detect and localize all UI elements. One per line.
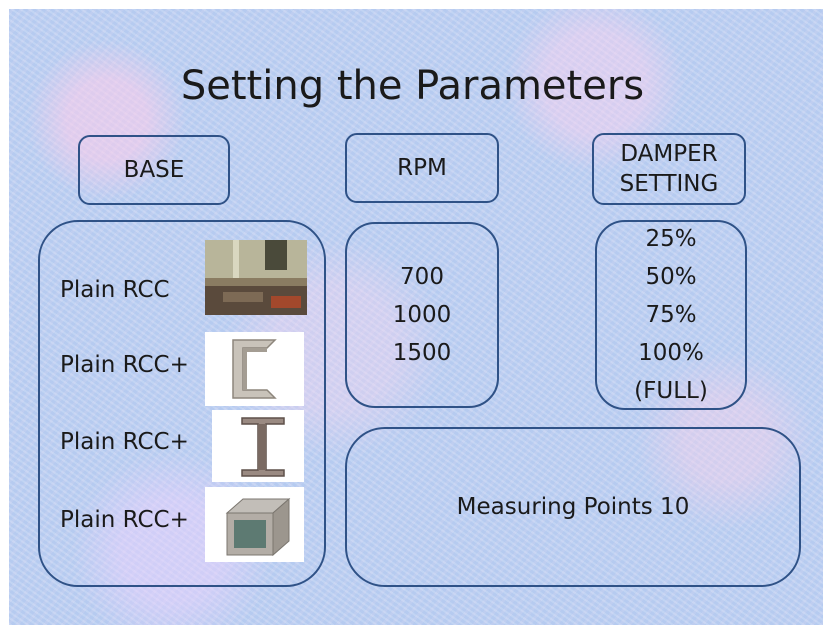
damper-panel: 25% 50% 75% 100% (FULL) [595, 220, 747, 410]
damper-header-line1: DAMPER [620, 141, 718, 167]
measuring-points-panel: Measuring Points 10 [345, 427, 801, 587]
slide-background [9, 9, 823, 625]
concrete-floor-image [205, 240, 307, 315]
channel-section-image [205, 332, 304, 406]
damper-header-box: DAMPER SETTING [592, 133, 746, 205]
rpm-value: 1500 [392, 340, 452, 366]
rpm-header-box: RPM [345, 133, 499, 203]
damper-value: 75% [645, 302, 697, 328]
page-title: Setting the Parameters [180, 63, 645, 109]
rpm-value: 1000 [392, 302, 452, 328]
base-item-label: Plain RCC+ [60, 507, 189, 533]
damper-value: 50% [645, 264, 697, 290]
base-item-label: Plain RCC+ [60, 429, 189, 455]
base-panel [38, 220, 326, 587]
damper-value: (FULL) [634, 378, 708, 404]
damper-value: 100% [638, 340, 704, 366]
base-item-label: Plain RCC [60, 277, 170, 303]
base-item-label: Plain RCC+ [60, 352, 189, 378]
rpm-value: 700 [400, 264, 444, 290]
measuring-points-label: Measuring Points 10 [456, 494, 690, 520]
rpm-panel: 700 1000 1500 [345, 222, 499, 408]
i-beam-section-image [212, 410, 304, 482]
rpm-header-label: RPM [397, 155, 447, 181]
base-header-box: BASE [78, 135, 230, 205]
square-hollow-section-image [205, 487, 304, 562]
damper-value: 25% [645, 226, 697, 252]
damper-header-line2: SETTING [619, 171, 719, 197]
base-header-label: BASE [123, 157, 185, 183]
